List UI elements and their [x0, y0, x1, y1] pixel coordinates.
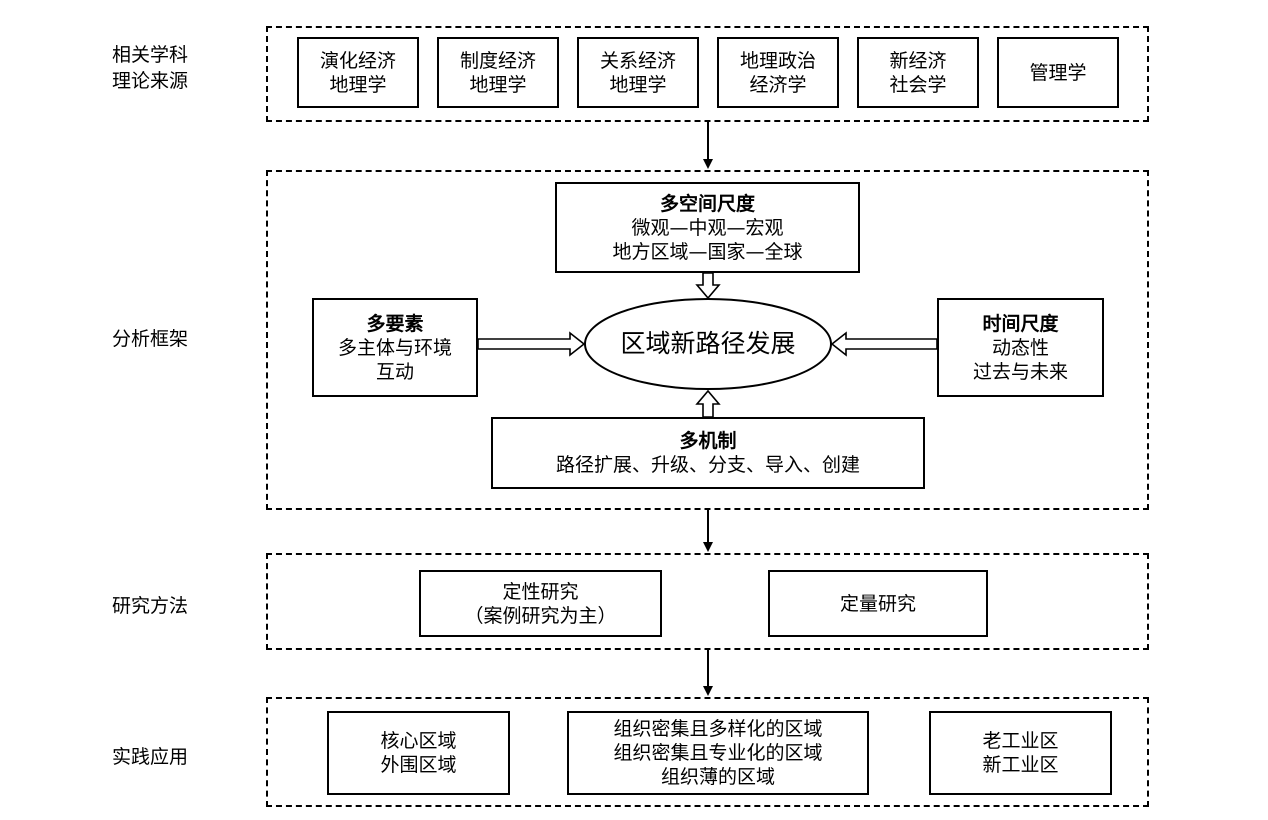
row-label-methods: 研究方法: [112, 595, 189, 617]
multi-mechanism-box: 多机制 路径扩展、升级、分支、导入、创建: [491, 417, 925, 489]
multi-mechanism-title: 多机制: [679, 430, 737, 452]
quantitative-research-box: 定量研究: [768, 570, 988, 637]
hollow-arrow-up-icon: [695, 389, 721, 418]
theory-box-line: 演化经济: [319, 49, 396, 72]
core-periphery-line: 外围区域: [380, 754, 457, 776]
theory-box-line: 新经济: [889, 49, 947, 72]
core-periphery-line: 核心区域: [380, 730, 457, 752]
time-scale-line: 动态性: [991, 336, 1049, 359]
multi-element-box: 多要素 多主体与环境 互动: [312, 298, 478, 397]
space-scale-line: 地方区域—国家—全球: [612, 240, 803, 263]
time-scale-line: 过去与未来: [972, 360, 1068, 383]
theory-group: [266, 26, 1149, 122]
organization-density-box: 组织密集且多样化的区域 组织密集且专业化的区域 组织薄的区域: [567, 711, 869, 795]
row-label-theory: 相关学科 理论来源: [112, 42, 188, 94]
multi-element-line: 互动: [375, 360, 414, 383]
space-scale-box: 多空间尺度 微观—中观—宏观 地方区域—国家—全球: [555, 182, 860, 273]
row-label-theory-line1: 相关学科: [112, 44, 189, 66]
methods-group: [266, 553, 1149, 650]
theory-box-management: 管理学: [997, 37, 1119, 108]
organization-line: 组织薄的区域: [660, 766, 775, 788]
multi-mechanism-line: 路径扩展、升级、分支、导入、创建: [555, 454, 860, 476]
qualitative-line: 定性研究: [502, 580, 579, 603]
theory-box-line: 管理学: [1029, 61, 1087, 84]
theory-box-line: 地理政治: [739, 49, 816, 72]
space-scale-title: 多空间尺度: [659, 192, 755, 215]
center-label: 区域新路径发展: [620, 329, 796, 358]
theory-box-line: 地理学: [609, 73, 667, 96]
practice-group: [266, 697, 1149, 807]
theory-box-line: 制度经济: [459, 49, 536, 72]
theory-box-geopolitical: 地理政治 经济学: [717, 37, 839, 108]
theory-box-institutional: 制度经济 地理学: [437, 37, 559, 108]
quantitative-line: 定量研究: [839, 592, 916, 615]
framework-group: [266, 170, 1149, 510]
multi-element-title: 多要素: [366, 312, 424, 335]
theory-box-line: 关系经济: [599, 49, 676, 72]
industrial-line: 老工业区: [982, 730, 1059, 752]
hollow-arrow-left-icon: [830, 331, 938, 357]
industrial-region-box: 老工业区 新工业区: [929, 711, 1112, 795]
theory-box-line: 经济学: [749, 73, 807, 96]
organization-line: 组织密集且专业化的区域: [613, 742, 823, 764]
time-scale-title: 时间尺度: [982, 312, 1059, 335]
core-periphery-box: 核心区域 外围区域: [327, 711, 510, 795]
qualitative-research-box: 定性研究 （案例研究为主）: [419, 570, 662, 637]
theory-box-line: 地理学: [329, 73, 387, 96]
theory-box-line: 社会学: [889, 73, 947, 96]
industrial-line: 新工业区: [982, 754, 1059, 776]
theory-box-relational: 关系经济 地理学: [577, 37, 699, 108]
qualitative-line: （案例研究为主）: [464, 604, 617, 627]
row-label-practice: 实践应用: [112, 746, 189, 768]
hollow-arrow-right-icon: [477, 331, 586, 357]
space-scale-line: 微观—中观—宏观: [631, 216, 784, 239]
theory-box-evolutionary: 演化经济 地理学: [297, 37, 419, 108]
row-label-framework: 分析框架: [112, 328, 189, 350]
time-scale-box: 时间尺度 动态性 过去与未来: [937, 298, 1104, 397]
hollow-arrow-down-icon: [695, 272, 721, 300]
theory-box-line: 地理学: [469, 73, 527, 96]
multi-element-line: 多主体与环境: [337, 336, 452, 359]
row-label-theory-line2: 理论来源: [112, 70, 189, 92]
theory-box-new-economic-sociology: 新经济 社会学: [857, 37, 979, 108]
organization-line: 组织密集且多样化的区域: [613, 718, 823, 740]
